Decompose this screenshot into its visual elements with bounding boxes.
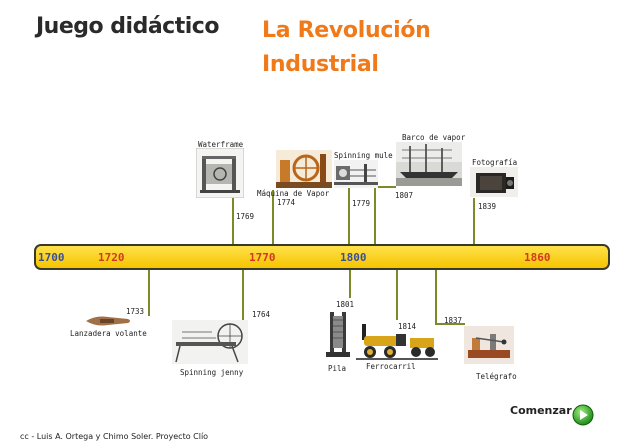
spinning-mule-year: 1779: [352, 199, 371, 208]
battery-label: Pila: [328, 364, 347, 373]
spinning-jenny-picture[interactable]: [172, 320, 248, 364]
waterframe-year: 1769: [236, 212, 255, 221]
play-arrow-icon[interactable]: [572, 404, 594, 426]
connector-spinning-mule: [348, 186, 350, 246]
timeline-year-1700: 1700: [38, 251, 65, 264]
spinning-jenny-label: Spinning jenny: [180, 368, 244, 377]
connector-battery: [349, 268, 351, 298]
topic-title-line1: La Revolución: [262, 18, 431, 43]
steam-engine-year: 1774: [277, 198, 296, 207]
connector-telegraph-h: [435, 323, 465, 325]
battery-year: 1801: [336, 300, 355, 309]
connector-locomotive: [396, 268, 398, 320]
camera-picture[interactable]: [470, 167, 518, 197]
locomotive-picture[interactable]: [356, 322, 438, 362]
steamboat-picture[interactable]: [396, 142, 462, 186]
timeline-year-1860: 1860: [524, 251, 551, 264]
steamboat-label: Barco de vapor: [402, 133, 466, 142]
timeline-year-1720: 1720: [98, 251, 125, 264]
telegraph-label: Telégrafo: [476, 372, 517, 381]
connector-telegraph: [435, 268, 437, 324]
connector-camera: [473, 198, 475, 246]
flying-shuttle-label: Lanzadera volante: [70, 329, 147, 338]
flying-shuttle-year: 1733: [126, 307, 145, 316]
topic-title-line2: Industrial: [262, 52, 379, 77]
camera-label: Fotografía: [472, 158, 518, 167]
connector-steamboat: [374, 186, 376, 246]
timeline-year-1770: 1770: [249, 251, 276, 264]
locomotive-label: Ferrocarril: [366, 362, 416, 371]
steamboat-year: 1807: [395, 191, 414, 200]
waterframe-label: Waterframe: [198, 140, 244, 149]
topic-title: La Revolución Industrial: [262, 14, 431, 82]
spinning-mule-label: Spinning mule: [334, 151, 393, 160]
telegraph-picture[interactable]: [464, 326, 514, 364]
battery-picture[interactable]: [326, 310, 350, 358]
connector-waterframe: [232, 198, 234, 246]
start-label[interactable]: Comenzar: [510, 404, 572, 417]
locomotive-year: 1814: [398, 322, 417, 331]
spinning-jenny-year: 1764: [252, 310, 271, 319]
connector-spinning-jenny: [242, 268, 244, 320]
timeline-bar: [34, 244, 610, 270]
telegraph-year: 1837: [444, 316, 463, 325]
waterframe-picture[interactable]: [196, 148, 244, 198]
timeline-year-1800: 1800: [340, 251, 367, 264]
steam-engine-picture[interactable]: [276, 150, 332, 188]
flying-shuttle-picture[interactable]: [84, 313, 132, 329]
credits-footer: cc - Luis A. Ortega y Chimo Soler. Proye…: [20, 432, 209, 441]
spinning-mule-picture[interactable]: [334, 160, 378, 188]
steam-engine-label: Máquina de Vapor: [257, 189, 330, 198]
connector-steam-engine: [272, 190, 274, 246]
connector-steamboat-h: [374, 186, 396, 188]
camera-year: 1839: [478, 202, 497, 211]
connector-flying-shuttle: [148, 268, 150, 316]
game-title: Juego didáctico: [36, 14, 219, 39]
